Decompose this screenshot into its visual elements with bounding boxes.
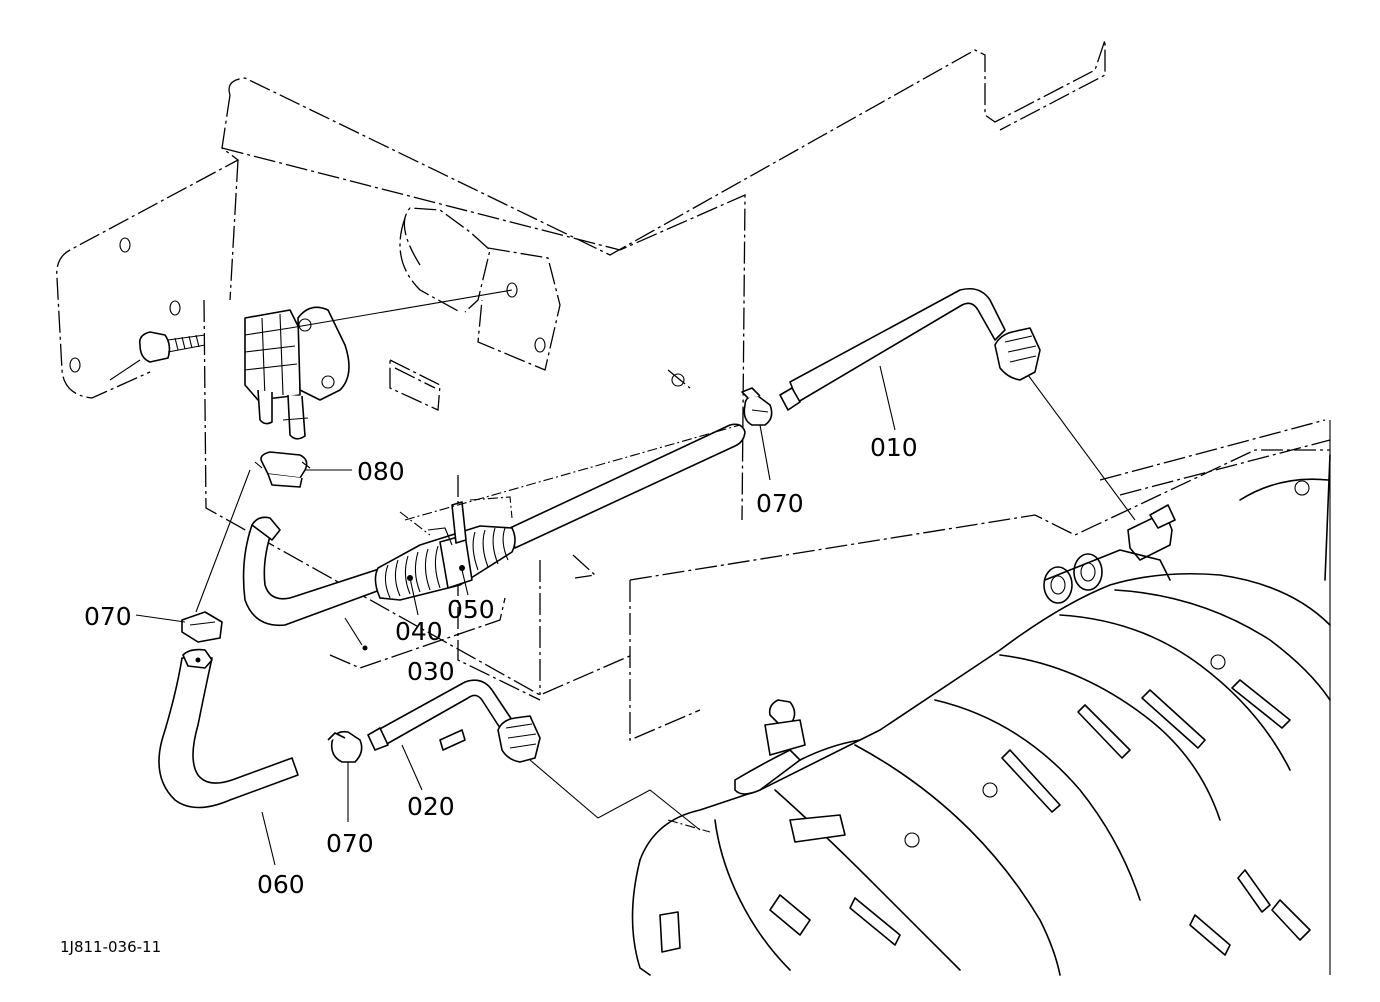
bolt-leader-2 bbox=[109, 359, 141, 381]
callout-020-label: 020 bbox=[407, 792, 455, 821]
callout-070-left-label: 070 bbox=[84, 602, 132, 631]
hose-060 bbox=[158, 648, 299, 809]
dpf-housing bbox=[631, 420, 1331, 976]
hose-030 bbox=[242, 423, 746, 627]
callout-080-label: 080 bbox=[357, 457, 405, 486]
callout-030-label: 030 bbox=[407, 657, 455, 686]
callout-070-lower: 070 bbox=[326, 762, 374, 858]
callout-030: 030 bbox=[407, 657, 455, 686]
clamp-070-lower bbox=[327, 730, 363, 763]
clamp-070-upper bbox=[741, 387, 773, 426]
callout-060: 060 bbox=[257, 811, 305, 899]
callout-080: 080 bbox=[305, 457, 405, 486]
callout-010: 010 bbox=[870, 365, 918, 462]
mounting-panel-outline bbox=[56, 39, 1331, 741]
band-clamp-050 bbox=[399, 424, 741, 589]
callout-040: 040 bbox=[395, 577, 443, 646]
callout-050: 050 bbox=[447, 569, 495, 624]
pressure-sensor-assembly bbox=[138, 306, 350, 440]
callout-050-label: 050 bbox=[447, 595, 495, 624]
hose-060-leader bbox=[195, 469, 251, 613]
assembly-030-bracket-line bbox=[329, 597, 506, 669]
metal-tube-020 bbox=[367, 679, 541, 763]
figure-reference-number: 1J811-036-11 bbox=[60, 938, 161, 956]
callout-070-left: 070 bbox=[84, 602, 186, 631]
callout-040-label: 040 bbox=[395, 617, 443, 646]
callout-060-label: 060 bbox=[257, 870, 305, 899]
callout-010-label: 010 bbox=[870, 433, 918, 462]
tube-020-leader bbox=[529, 759, 701, 831]
callout-070-upper: 070 bbox=[756, 424, 804, 518]
assembly-030-dot bbox=[362, 645, 368, 651]
clamp-080 bbox=[254, 451, 311, 488]
panel-holes bbox=[69, 237, 685, 387]
bolt-leader bbox=[289, 289, 513, 329]
callout-070-upper-label: 070 bbox=[756, 489, 804, 518]
callout-070-lower-label: 070 bbox=[326, 829, 374, 858]
clamp-070-left bbox=[181, 611, 223, 643]
tube-010-leader bbox=[1027, 374, 1136, 521]
metal-tube-010 bbox=[779, 287, 1041, 411]
callout-020: 020 bbox=[401, 744, 455, 821]
